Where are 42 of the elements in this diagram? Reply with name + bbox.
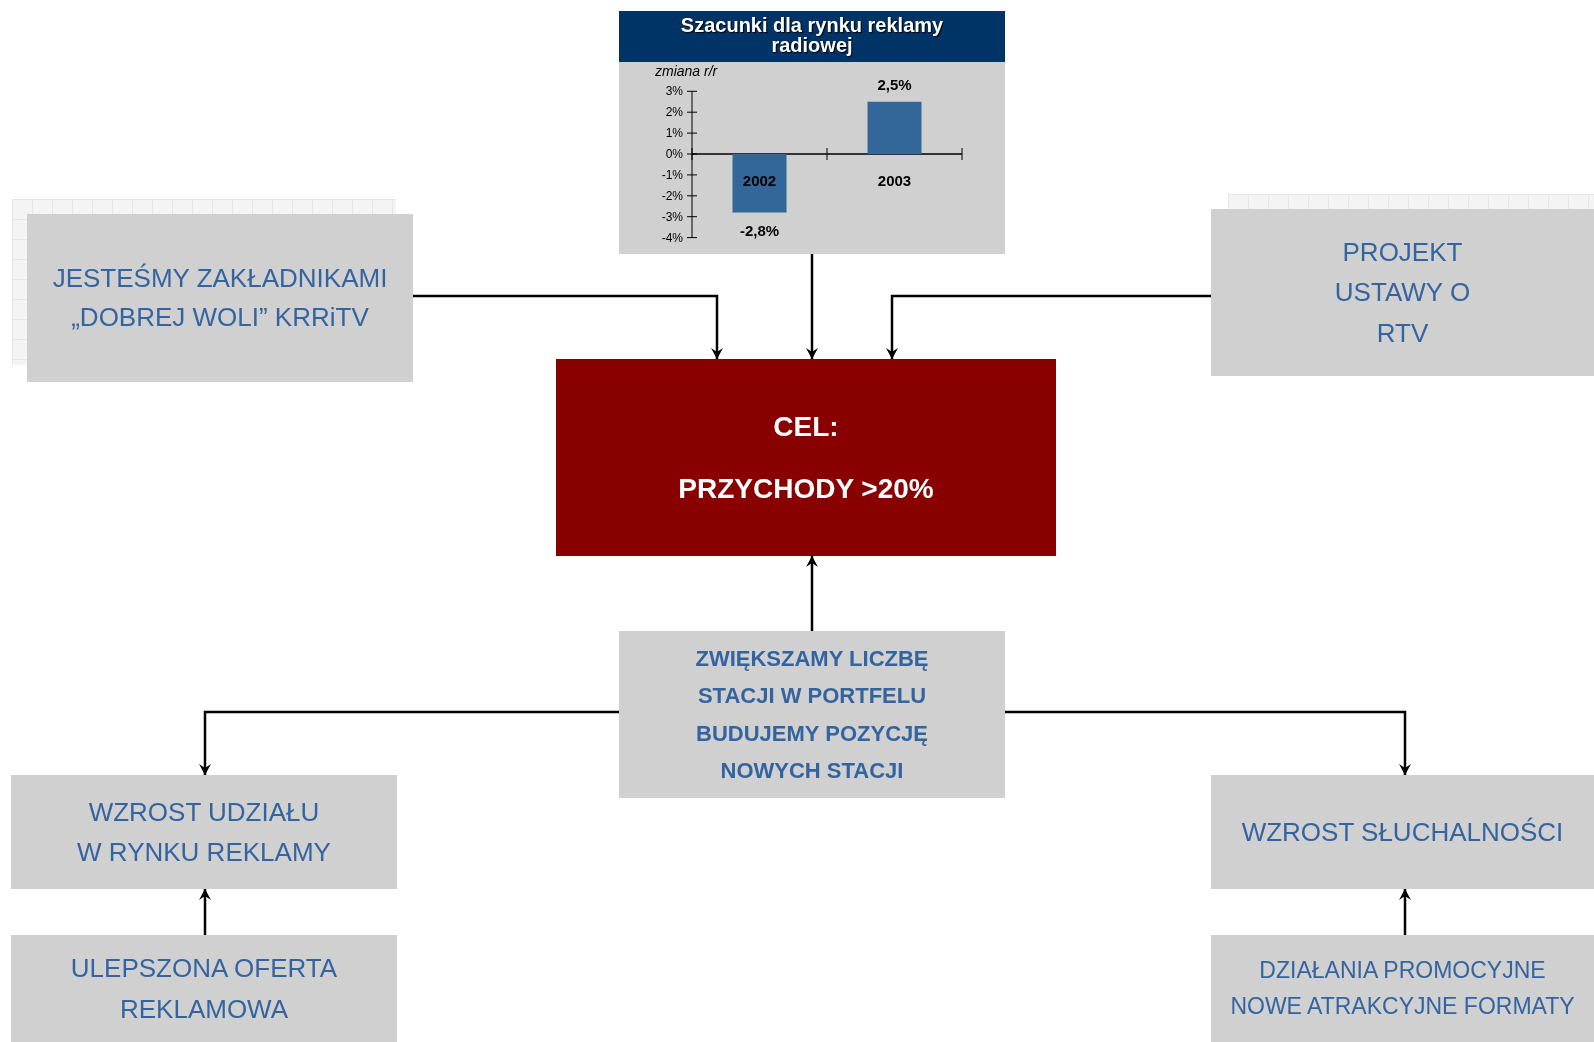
box-text: ULEPSZONA OFERTA REKLAMOWA — [69, 952, 339, 1026]
arrow — [413, 294, 723, 359]
arrow — [886, 294, 1211, 359]
arrow — [1399, 889, 1411, 935]
box-text: WZROST SŁUCHALNOŚCI — [1240, 815, 1565, 849]
data-label: 2,5% — [877, 75, 912, 93]
box-text: JESTEŚMY ZAKŁADNIKAMI „DOBREJ WOLI” KRRiTV — [51, 262, 389, 334]
info-box — [1211, 209, 1594, 376]
box-text: WZROST UDZIAŁU W RYNKU REKLAMY — [76, 795, 332, 869]
arrow — [806, 556, 818, 631]
box-text: BUDUJEMY POZYCJĘ NOWYCH STACJI — [695, 719, 929, 785]
chart-panel — [619, 11, 1005, 254]
goal-heading: CEL: — [772, 409, 840, 444]
category-label: 2003 — [877, 172, 912, 189]
driver-box — [11, 935, 397, 1042]
axis-tick-label: 0% — [665, 147, 683, 161]
category-label: 2002 — [742, 172, 777, 189]
axis-tick-label: -2% — [661, 188, 683, 203]
axis-tick-label: -3% — [661, 209, 683, 224]
action-box — [619, 631, 1005, 798]
data-label: -2,8% — [739, 221, 780, 239]
result-box — [1211, 775, 1594, 889]
arrow — [806, 254, 818, 359]
arrow — [199, 710, 619, 775]
arrow — [1005, 710, 1411, 775]
arrow — [199, 889, 211, 935]
box-text: DZIAŁANIA PROMOCYJNE — [1258, 955, 1547, 985]
result-box — [11, 775, 397, 889]
axis-tick-label: 2% — [665, 105, 683, 120]
axis-title: zmiana r/r — [655, 63, 718, 79]
axis-tick-label: -4% — [661, 230, 683, 245]
box-text: PROJEKT USTAWY O RTV — [1333, 236, 1472, 350]
box-text: NOWE ATRAKCYJNE FORMATY — [1229, 991, 1576, 1021]
driver-box — [1211, 935, 1594, 1042]
info-box — [27, 214, 413, 382]
chart-header: Szacunki dla rynku reklamy radiowej — [619, 11, 1005, 62]
axis-tick-label: 3% — [665, 84, 683, 99]
goal-box — [556, 359, 1056, 556]
goal-text: PRZYCHODY >20% — [677, 471, 935, 506]
axis-tick-label: -1% — [661, 167, 683, 182]
box-text: ZWIĘKSZAMY LICZBĘ STACJI W PORTFELU — [694, 644, 930, 711]
axis-tick-label: 1% — [665, 126, 683, 141]
